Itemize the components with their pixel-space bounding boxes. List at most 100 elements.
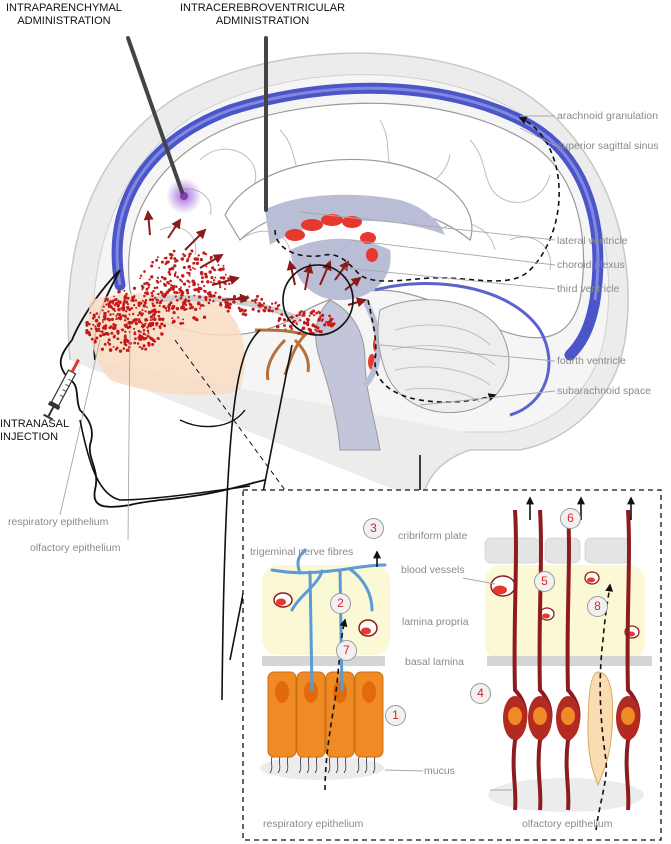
particle: [201, 276, 204, 280]
particle: [198, 295, 202, 299]
particle: [119, 315, 123, 318]
arachnoid-granulation-label: arachnoid granulation: [557, 110, 658, 122]
particle: [147, 286, 150, 289]
particle: [240, 308, 244, 312]
particle: [153, 286, 157, 290]
particle: [186, 291, 190, 295]
particle: [147, 283, 151, 287]
particle: [290, 327, 293, 331]
particle: [149, 315, 154, 319]
particle: [106, 341, 110, 344]
particle: [157, 314, 161, 318]
particle: [160, 275, 164, 279]
particle: [191, 306, 194, 309]
particle: [101, 321, 104, 324]
particle: [137, 314, 140, 317]
particle: [108, 348, 113, 352]
neuron-axon: [536, 509, 553, 811]
particle: [295, 314, 299, 318]
particle: [133, 341, 137, 345]
particle: [204, 272, 208, 276]
particle: [153, 308, 157, 312]
trigeminal-nerve: [270, 548, 387, 692]
particle: [237, 306, 241, 310]
particle: [284, 328, 287, 331]
particle: [94, 327, 98, 331]
subarachnoid-space-label: subarachnoid space: [557, 385, 651, 397]
particle: [232, 300, 236, 304]
particle: [148, 278, 151, 281]
particle: [128, 324, 131, 326]
particle: [93, 339, 97, 342]
particle: [113, 326, 117, 330]
particle: [301, 314, 304, 317]
particle: [283, 324, 285, 327]
particle: [140, 335, 143, 338]
particle: [90, 327, 93, 331]
particle: [185, 308, 188, 311]
particle: [115, 317, 118, 321]
particle: [110, 306, 114, 309]
particle: [167, 309, 170, 312]
particle: [134, 299, 138, 302]
particle: [119, 318, 122, 321]
particle: [193, 257, 197, 261]
particle: [314, 328, 317, 331]
particle: [312, 313, 316, 317]
olfactory-nerve: [254, 328, 310, 381]
particle: [94, 325, 97, 328]
particle: [164, 262, 168, 266]
particle: [181, 322, 185, 325]
particle: [140, 321, 143, 325]
particle: [154, 296, 157, 300]
particle: [301, 326, 306, 330]
particle: [126, 317, 130, 321]
particle: [87, 330, 90, 333]
intracerebroventricular-label: INTRACEREBROVENTRICULAR ADMINISTRATION: [180, 2, 345, 28]
particle: [192, 281, 197, 286]
particle: [209, 255, 213, 259]
brainstem: [315, 299, 381, 451]
particle: [146, 329, 150, 333]
particle: [125, 348, 129, 352]
particle: [119, 341, 123, 344]
particle: [90, 337, 94, 341]
particle: [137, 304, 141, 307]
particle: [202, 251, 206, 255]
particle: [103, 342, 107, 346]
particle: [144, 347, 148, 351]
particle: [330, 321, 333, 324]
particle: [181, 280, 184, 283]
particle: [317, 329, 321, 333]
pathway-number: 5: [534, 571, 555, 592]
mucus-right: [488, 778, 644, 812]
particle: [296, 323, 299, 326]
particle: [155, 298, 158, 301]
particle: [172, 249, 176, 253]
particle: [277, 319, 281, 322]
particle: [181, 274, 184, 277]
particle: [303, 314, 306, 317]
particle: [173, 272, 177, 276]
particle: [204, 274, 209, 279]
particle: [174, 260, 177, 263]
particle: [183, 254, 187, 258]
particle: [156, 256, 159, 259]
particle: [251, 307, 255, 311]
particle: [110, 317, 115, 321]
particle: [145, 336, 148, 340]
particle: [213, 268, 217, 272]
needle-icon: [126, 36, 184, 194]
particle: [300, 309, 303, 313]
particle: [133, 327, 136, 330]
particle: [95, 312, 99, 315]
particle: [191, 250, 194, 253]
particle: [169, 286, 174, 290]
particle: [125, 292, 128, 296]
particle: [184, 303, 188, 307]
particle: [105, 303, 108, 306]
particle: [172, 284, 176, 289]
csf-flow-path: [274, 116, 560, 282]
particle: [143, 282, 147, 286]
particle: [102, 332, 106, 337]
